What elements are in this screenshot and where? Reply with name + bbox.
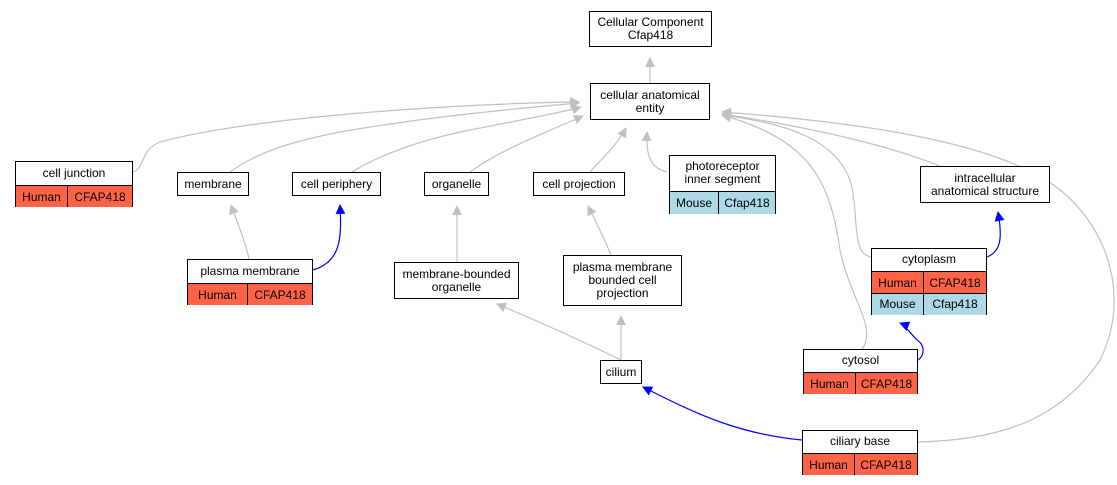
annotation-row-human: Human CFAP418: [188, 283, 312, 305]
species-cell: Mouse: [670, 192, 719, 214]
node-label: Cellular Component Cfap418: [597, 15, 704, 42]
annotation-row-human: Human CFAP418: [872, 271, 986, 294]
edge-intracellular-anatomical-structure-to-cellular-anatomical-entity: [721, 110, 941, 167]
gene-cell: CFAP418: [929, 275, 981, 290]
node-label: cellular anatomical entity: [600, 87, 700, 115]
species-cell: Human: [872, 272, 924, 294]
edge-cytoplasm-to-intracellular-anatomical-structure: [986, 211, 1005, 258]
edge-plasma-membrane-to-membrane: [229, 204, 250, 260]
node-label: membrane-bounded organelle: [402, 266, 511, 294]
node-plasma-membrane-bounded-cell-projection[interactable]: plasma membrane bounded cell projection: [563, 255, 682, 306]
node-label: membrane: [184, 176, 242, 191]
node-label: cell junction: [42, 165, 106, 180]
edge-plasma-membrane-to-cell-periphery: [312, 204, 346, 271]
node-label: cytosol: [841, 353, 880, 367]
edge-cilium-to-membrane-bounded-organelle: [496, 302, 622, 361]
gene-cell: Cfap418: [724, 196, 770, 210]
node-label: cell projection: [542, 176, 616, 191]
node-label: cell periphery: [300, 176, 373, 191]
node-label: plasma membrane: [200, 263, 300, 278]
edge-cell-junction-to-cellular-anatomical-entity: [132, 97, 580, 173]
gene-cell: CFAP418: [254, 287, 306, 302]
node-label: cilium: [605, 364, 637, 379]
edge-ciliary-base-to-cilium: [642, 386, 803, 441]
edge-cytosol-to-cellular-anatomical-entity: [721, 112, 868, 353]
edge-plasma-membrane-bounded-cell-projection-to-cell-projection: [587, 205, 612, 256]
node-cellular-component[interactable]: Cellular Component Cfap418: [589, 11, 712, 47]
species-cell: Human: [188, 284, 248, 305]
annotation-row-mouse: Mouse Cfap418: [670, 191, 775, 214]
annotation-row-human: Human CFAP418: [803, 453, 917, 475]
node-membrane-bounded-organelle[interactable]: membrane-bounded organelle: [394, 262, 519, 299]
edge-ciliary-base-to-cellular-anatomical-entity: [721, 107, 1115, 443]
gene-cell: CFAP418: [860, 376, 913, 391]
node-label: plasma membrane bounded cell projection: [572, 260, 673, 300]
species-cell: Human: [16, 186, 68, 207]
node-organelle[interactable]: organelle: [424, 172, 489, 196]
node-cell-periphery[interactable]: cell periphery: [292, 172, 381, 196]
node-label: photoreceptor inner segment: [684, 159, 761, 186]
node-label: organelle: [431, 176, 482, 191]
edge-organelle-to-cellular-anatomical-entity: [469, 115, 584, 173]
edge-photoreceptor-inner-segment-to-cellular-anatomical-entity: [641, 131, 668, 173]
edge-cell-periphery-to-cellular-anatomical-entity: [351, 104, 582, 173]
edge-cell-projection-to-cellular-anatomical-entity: [589, 127, 627, 173]
node-label: intracellular anatomical structure: [930, 170, 1040, 198]
annotation-row-human: Human CFAP418: [16, 185, 132, 207]
gene-cell: CFAP418: [74, 189, 126, 204]
node-cilium[interactable]: cilium: [600, 360, 642, 384]
node-intracellular-anatomical-structure[interactable]: intracellular anatomical structure: [920, 166, 1050, 203]
annotation-row-mouse: Mouse Cfap418: [872, 292, 986, 315]
species-cell: Human: [803, 454, 855, 475]
edge-cytoplasm-to-cellular-anatomical-entity: [721, 111, 873, 258]
species-cell: Human: [804, 373, 856, 394]
node-label: ciliary base: [829, 434, 891, 448]
node-label: cytoplasm: [901, 252, 957, 266]
annotation-row-human: Human CFAP418: [804, 372, 917, 394]
edge-membrane-to-cellular-anatomical-entity: [229, 98, 580, 173]
species-cell: Mouse: [872, 293, 924, 315]
gene-cell: CFAP418: [860, 457, 912, 472]
node-cell-projection[interactable]: cell projection: [533, 172, 625, 196]
node-membrane[interactable]: membrane: [177, 172, 249, 196]
node-cellular-anatomical-entity[interactable]: cellular anatomical entity: [590, 83, 710, 120]
gene-cell: Cfap418: [932, 297, 978, 312]
edge-cytosol-to-cytoplasm: [899, 321, 924, 361]
